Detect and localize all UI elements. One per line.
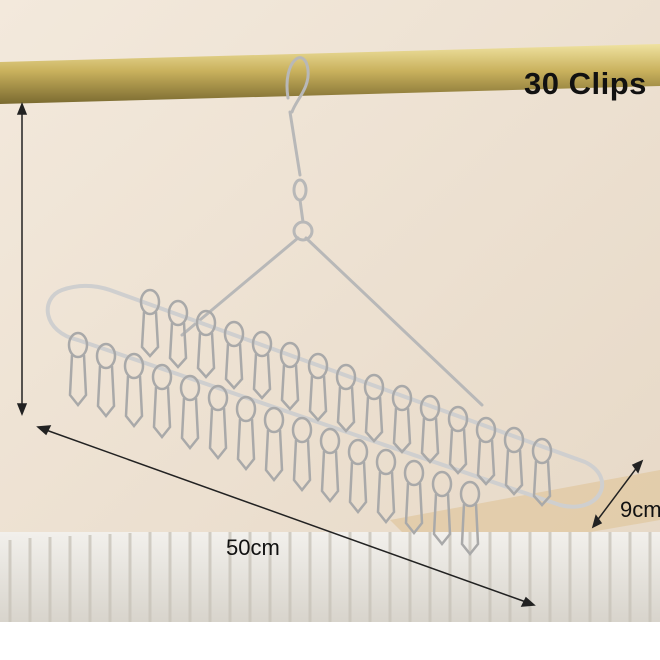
product-title: 30 Clips (524, 66, 647, 101)
width-dimension-label: 50cm (226, 535, 280, 560)
depth-dimension-label: 9cm (620, 497, 660, 522)
gold-rod (0, 44, 660, 104)
